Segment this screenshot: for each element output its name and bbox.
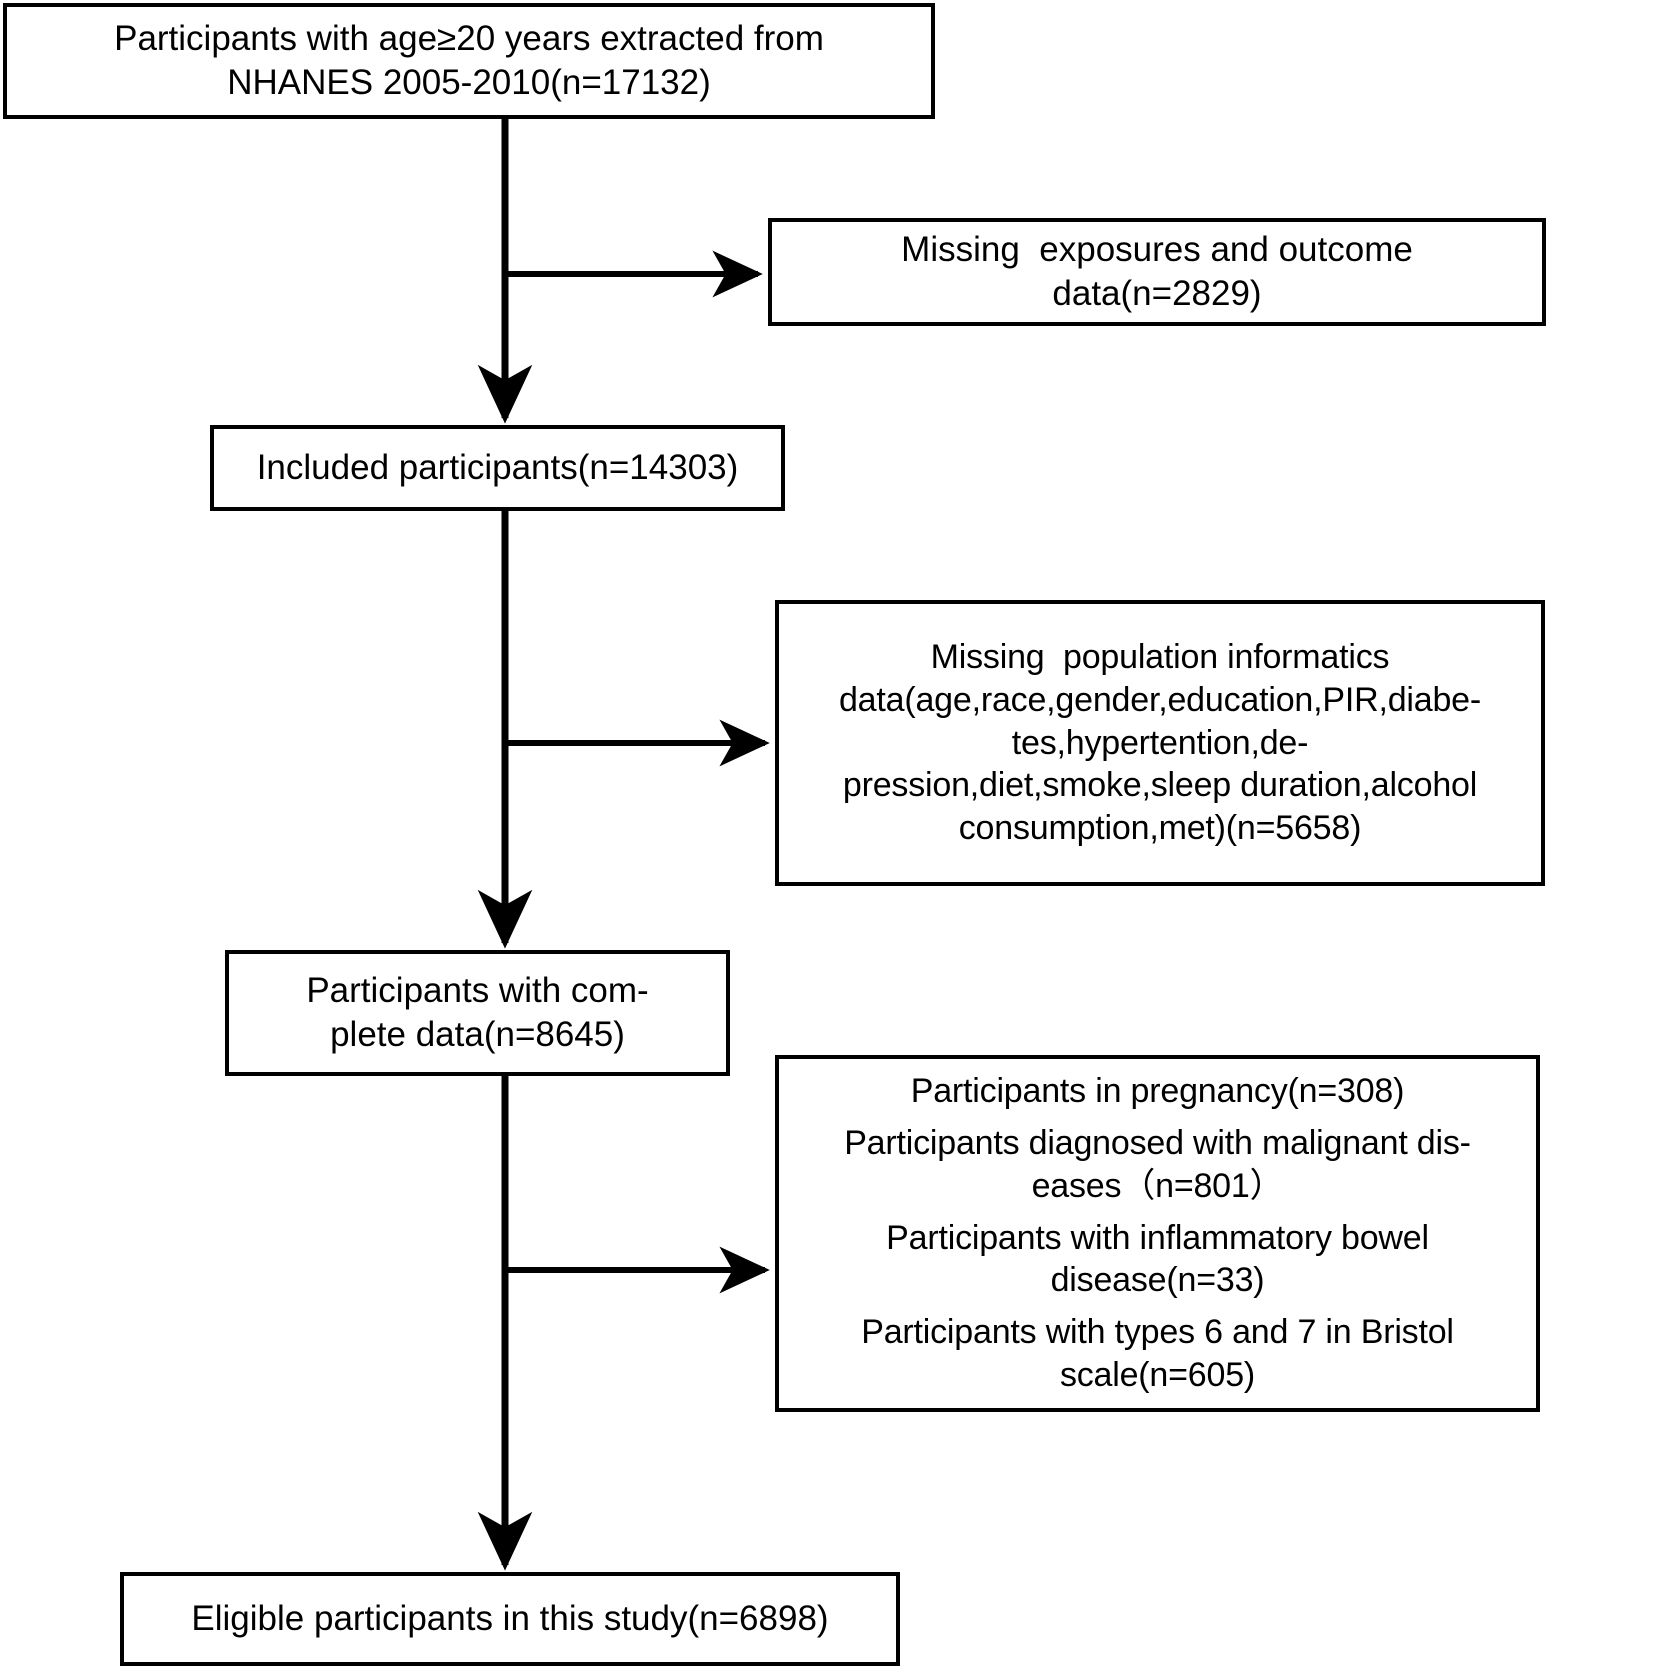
exclusion-item: Participants diagnosed with malignant di… <box>787 1122 1528 1208</box>
node-text-line: Missing exposures and outcome <box>901 229 1413 269</box>
exclusion-item: Participants in pregnancy(n=308) <box>787 1070 1528 1113</box>
node-text-line: eases（n=801） <box>1031 1166 1284 1205</box>
node-source-population: Participants with age≥20 years extracted… <box>3 3 935 119</box>
node-complete-data-participants: Participants with com- plete data(n=8645… <box>225 950 730 1076</box>
node-text-line: Participants diagnosed with malignant di… <box>844 1123 1471 1162</box>
node-text-line: NHANES 2005-2010(n=17132) <box>227 63 711 102</box>
node-text-line: Participants in pregnancy(n=308) <box>910 1072 1405 1111</box>
node-text-line: Eligible participants in this study(n=68… <box>191 1598 829 1638</box>
node-text-line: Participants with com- <box>306 970 649 1010</box>
node-text-line: pression,diet,smoke,sleep duration,alcoh… <box>842 766 1478 805</box>
node-text-line: data(age,race,gender,education,PIR,diabe… <box>838 680 1482 719</box>
node-text-line: Participants with age≥20 years extracted… <box>114 18 824 58</box>
node-text-line: Participants with inflammatory bowel <box>886 1218 1429 1257</box>
node-text-line: Participants with types 6 and 7 in Brist… <box>861 1313 1454 1352</box>
node-missing-population-informatics: Missing population informatics data(age,… <box>775 600 1545 886</box>
node-eligible-participants: Eligible participants in this study(n=68… <box>120 1572 900 1666</box>
node-included-participants: Included participants(n=14303) <box>210 425 785 511</box>
exclusion-item: Participants with inflammatory bowel dis… <box>787 1217 1528 1303</box>
exclusion-item: Participants with types 6 and 7 in Brist… <box>787 1311 1528 1397</box>
node-additional-exclusions: Participants in pregnancy(n=308) Partici… <box>775 1055 1540 1412</box>
node-text-line: tes,hypertention,de- <box>1011 723 1309 762</box>
node-text-line: scale(n=605) <box>1059 1356 1256 1395</box>
node-missing-exposure-outcome: Missing exposures and outcome data(n=282… <box>768 218 1546 326</box>
node-text-line: data(n=2829) <box>1052 274 1262 313</box>
node-text-line: disease(n=33) <box>1050 1261 1265 1300</box>
node-text-line: consumption,met)(n=5658) <box>958 809 1362 848</box>
node-text-line: plete data(n=8645) <box>330 1015 625 1054</box>
node-text-line: Included participants(n=14303) <box>256 447 739 487</box>
node-text-line: Missing population informatics <box>930 637 1390 676</box>
